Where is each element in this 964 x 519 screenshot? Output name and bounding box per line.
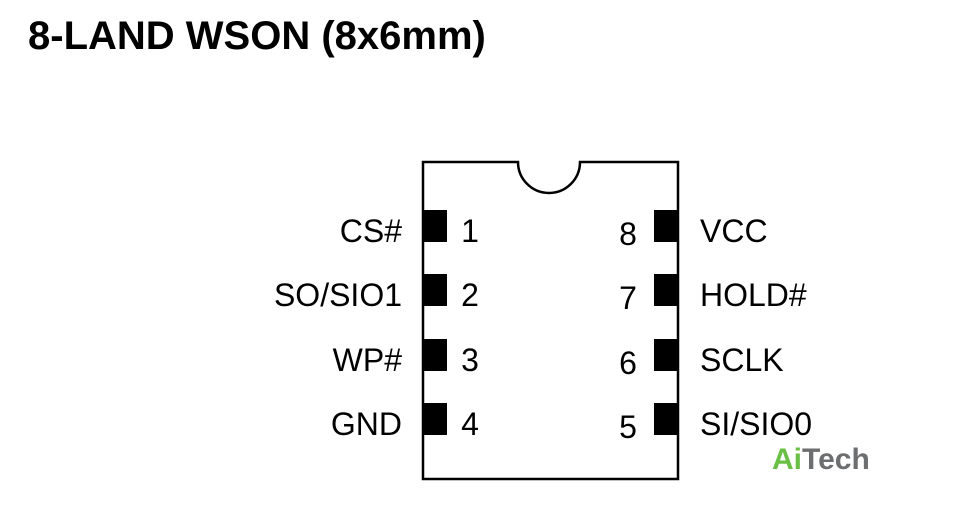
package-outline: [421, 160, 680, 481]
pin-number-2: 2: [461, 277, 479, 313]
pin-number-5: 5: [619, 409, 637, 445]
logo-part-tech: Tech: [802, 443, 870, 476]
pin-name-3: WP#: [333, 342, 403, 378]
pin-pad-3: [424, 339, 447, 371]
pin-name-2: SO/SIO1: [274, 277, 402, 313]
left-pin-group: 1 2 3 4 CS# SO/SIO1 WP# GND: [274, 210, 479, 442]
right-pin-group: 8 7 6 5 VCC HOLD# SCLK SI/SIO0: [619, 210, 812, 445]
logo-part-ai: Ai: [772, 443, 802, 476]
pin-pad-6: [654, 339, 677, 371]
pin-number-8: 8: [619, 216, 637, 252]
pin-number-1: 1: [461, 213, 479, 249]
pin-number-3: 3: [461, 342, 479, 378]
pin-pad-7: [654, 274, 677, 306]
pin-pad-8: [654, 210, 677, 242]
pin-name-7: HOLD#: [700, 277, 807, 313]
diagram-title: 8-LAND WSON (8x6mm): [28, 14, 486, 58]
pin-pad-5: [654, 403, 677, 435]
aitech-logo: AiTech: [772, 440, 870, 480]
pin-number-6: 6: [619, 345, 637, 381]
pin-name-1: CS#: [340, 213, 402, 249]
pin-name-4: GND: [331, 406, 402, 442]
pin-name-8: VCC: [700, 213, 768, 249]
pin-name-5: SI/SIO0: [700, 406, 812, 442]
pin-pad-2: [424, 274, 447, 306]
pin-number-4: 4: [461, 406, 479, 442]
pin-number-7: 7: [619, 280, 637, 316]
pin-pad-1: [424, 210, 447, 242]
pin-name-6: SCLK: [700, 342, 784, 378]
pin-pad-4: [424, 403, 447, 435]
